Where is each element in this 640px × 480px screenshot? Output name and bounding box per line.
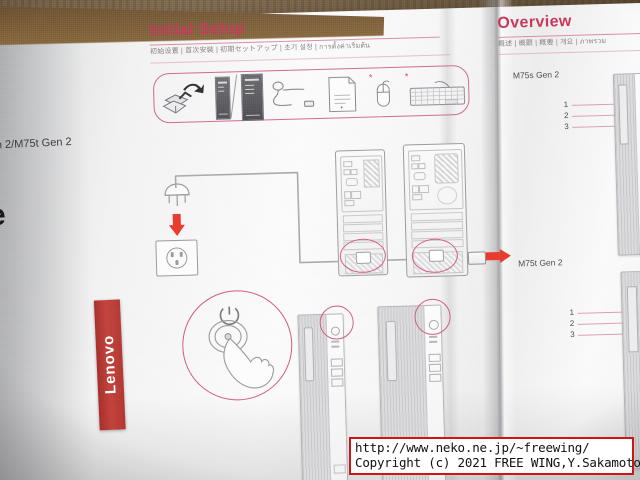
callout-2-m75t: 2 bbox=[569, 318, 575, 329]
callout-1-m75s: 1 bbox=[563, 100, 569, 110]
right-arrow-head bbox=[499, 248, 512, 263]
overview-section-title-m75t: M75t Gen 2 bbox=[517, 257, 563, 269]
power-cable-icon bbox=[272, 81, 315, 107]
tower-m75s-icon bbox=[214, 76, 231, 120]
watermark-box: http://www.neko.ne.jp/~freewing/ Copyrig… bbox=[349, 437, 640, 475]
mouse-icon bbox=[376, 80, 391, 107]
initial-setup-heading: Initial Setup bbox=[149, 19, 246, 40]
lenovo-logo-band: Lenovo bbox=[93, 299, 126, 431]
callout-1-m75t: 1 bbox=[569, 307, 575, 318]
watermark-copyright: Copyright (c) 2021 FREE WING,Y.Sakamoto bbox=[355, 454, 640, 470]
lenovo-wordmark: Lenovo bbox=[99, 334, 120, 395]
overview-tower-m75s bbox=[612, 72, 640, 256]
callout-3-m75s: 3 bbox=[564, 122, 569, 132]
overview-section-title-m75s: M75s Gen 2 bbox=[512, 69, 560, 81]
overview-subheading: 概述 | 概觀 | 概要 | 개요 | ภาพรวม bbox=[497, 37, 607, 48]
watermark-url: http://www.neko.ne.jp/~freewing/ bbox=[355, 440, 590, 455]
keyboard-footnote-asterisk: * bbox=[404, 71, 409, 82]
overview-rule-2 bbox=[498, 49, 640, 55]
tower-m75t-icon bbox=[240, 73, 265, 122]
keyboard-icon bbox=[409, 81, 466, 106]
mouse-footnote-asterisk: * bbox=[368, 72, 373, 83]
overview-heading: Overview bbox=[497, 12, 572, 32]
hand-pressing-power-button-icon bbox=[208, 306, 275, 389]
callout-3-m75t: 3 bbox=[569, 329, 575, 340]
power-button-highlight-m75s bbox=[319, 305, 355, 341]
right-arrow-stem bbox=[485, 251, 501, 261]
unboxing-icon bbox=[162, 83, 204, 114]
power-connector-icon bbox=[467, 251, 487, 265]
callout-2-m75s: 2 bbox=[563, 111, 569, 121]
